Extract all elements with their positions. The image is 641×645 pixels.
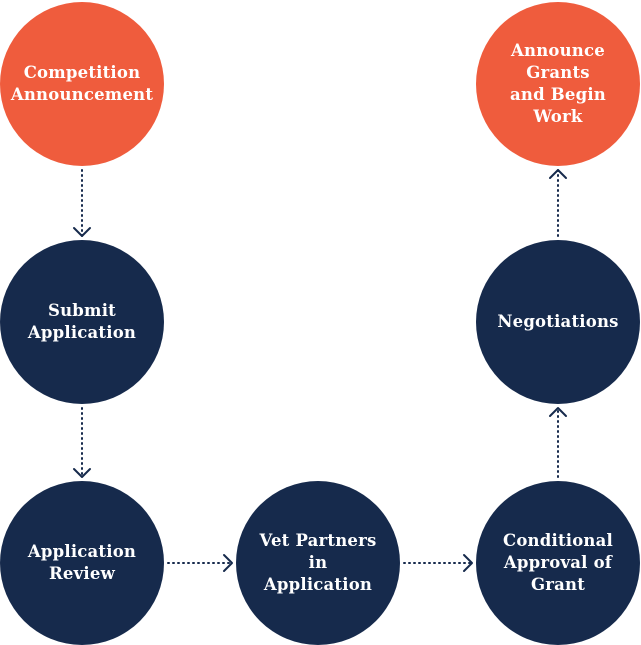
arrowhead-vet-partners-to-conditional-approval (463, 554, 473, 572)
submit-application-label: Submit Application (27, 301, 137, 342)
submit-application-node: Submit Application (0, 240, 164, 404)
application-review-label: Application Review (27, 542, 137, 583)
application-review-node: Application Review (0, 481, 164, 645)
conditional-approval-node: Conditional Approval of Grant (476, 481, 640, 645)
announce-grants-label: Announce Grants and Begin Work (509, 41, 606, 126)
vet-partners-node: Vet Partners in Application (236, 481, 400, 645)
competition-announcement-label: Competition Announcement (10, 63, 154, 104)
arrowhead-submit-application-to-application-review (73, 468, 91, 478)
arrowhead-conditional-approval-to-negotiations (549, 407, 567, 417)
competition-announcement-node: Competition Announcement (0, 2, 164, 166)
negotiations-label: Negotiations (497, 312, 619, 331)
vet-partners-label: Vet Partners in Application (259, 531, 377, 594)
arrowhead-competition-announcement-to-submit-application (73, 227, 91, 237)
conditional-approval-label: Conditional Approval of Grant (503, 531, 613, 594)
arrowhead-application-review-to-vet-partners (223, 554, 233, 572)
negotiations-node: Negotiations (476, 240, 640, 404)
arrowhead-negotiations-to-announce-grants (549, 169, 567, 179)
announce-grants-node: Announce Grants and Begin Work (476, 2, 640, 166)
